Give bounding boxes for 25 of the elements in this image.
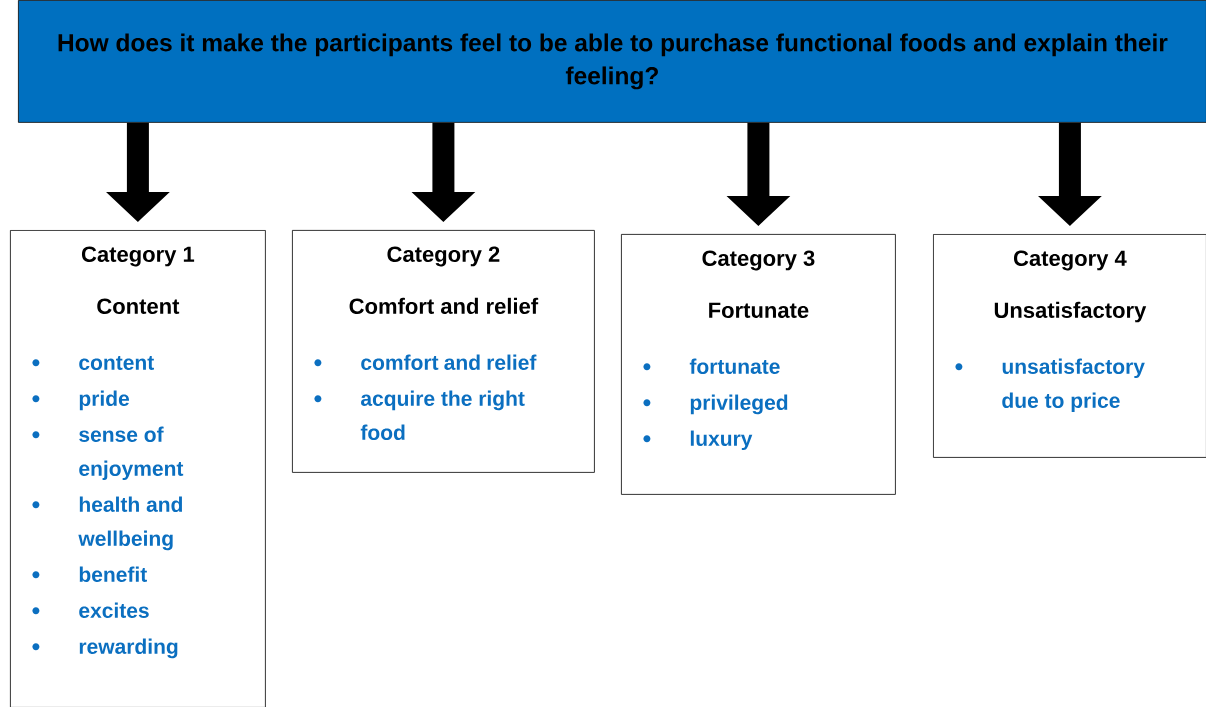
category-heading: Category 3 bbox=[702, 250, 815, 271]
category-box bbox=[933, 234, 1206, 458]
category-heading: Category 4 bbox=[1013, 250, 1127, 271]
category-title: Comfort and relief bbox=[349, 297, 539, 314]
list-item: content bbox=[32, 356, 154, 370]
question-banner bbox=[18, 0, 1206, 123]
category-title: Fortunate bbox=[709, 302, 809, 318]
list-item: pride bbox=[32, 390, 130, 411]
list-item: excites bbox=[32, 602, 149, 618]
list-item: fortunate bbox=[643, 358, 780, 374]
list-item: unsatisfactory due to price bbox=[955, 358, 1145, 413]
category-title: Content bbox=[97, 298, 180, 314]
category-box bbox=[292, 230, 595, 473]
category-box bbox=[621, 234, 896, 495]
category-box bbox=[10, 230, 266, 707]
category-heading: Category 1 bbox=[81, 246, 195, 267]
category-title: Unsatisfactory bbox=[994, 301, 1147, 323]
list-item: acquire the right food bbox=[314, 390, 525, 440]
category-heading: Category 2 bbox=[387, 246, 500, 267]
question-text: How does it make the participants feel to be able to purchase functional foods and explain their feeling? bbox=[58, 33, 1168, 90]
list-item: privileged bbox=[643, 394, 788, 415]
list-item: comfort and relief bbox=[314, 354, 537, 370]
list-item: luxury bbox=[643, 430, 753, 451]
list-item: benefit bbox=[32, 566, 147, 582]
list-item: rewarding bbox=[32, 638, 178, 659]
